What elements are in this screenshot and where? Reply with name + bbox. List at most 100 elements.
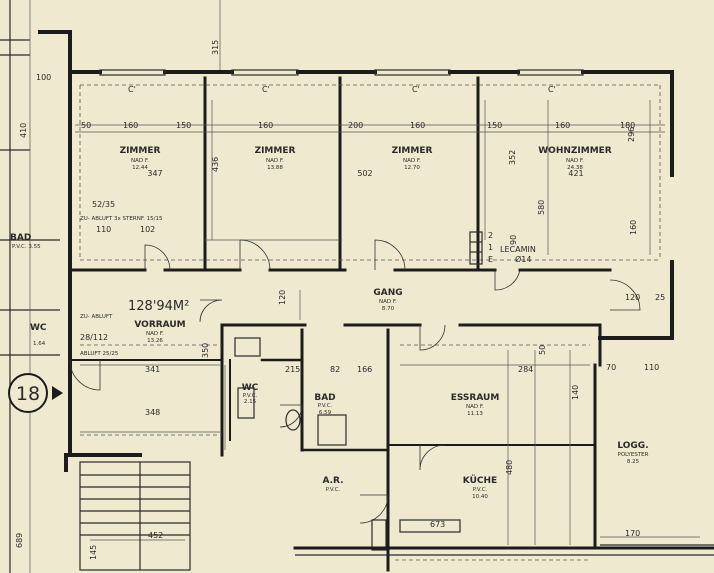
zimmer2-floor: NAD F. (266, 158, 284, 164)
wc-name: WC (242, 383, 259, 393)
dim-480: 480 (505, 460, 514, 475)
logg-name: LOGG. (617, 441, 648, 451)
vorraum-floor: NAD F. (146, 331, 164, 337)
top-dimensions: 50 160 150 160 200 160 150 160 180 (81, 121, 635, 130)
bad-area: 6.59 (319, 410, 332, 416)
interior-walls (68, 76, 612, 572)
zimmer2-area: 13.88 (267, 165, 283, 171)
annotations: ZU- ABLUFT 3x STERNF. 15/15 ZU- ABLUFT A… (80, 85, 556, 357)
total-area: 128'94M² (128, 299, 189, 314)
dim-341: 341 (145, 365, 160, 374)
ar-floor: P.V.C. (326, 487, 341, 493)
top-dim-6: 150 (487, 121, 502, 130)
note-abluft3: ABLUFT 25/25 (80, 351, 119, 357)
note-abluft2: ZU- ABLUFT (80, 314, 113, 320)
wc-left-area: 1.64 (33, 341, 46, 347)
unit-marker: 18 (8, 373, 63, 413)
zimmer2-name: ZIMMER (255, 146, 296, 156)
zimmer1-floor: NAD F. (131, 158, 149, 164)
top-dim-3: 160 (258, 121, 273, 130)
c-mark-4: C' (548, 85, 556, 94)
dim-284: 284 (518, 365, 533, 374)
dim-70: 70 (606, 363, 616, 372)
ar-name: A.R. (322, 476, 343, 486)
wc-floor: P.V.C. (243, 393, 258, 399)
essraum-name: ESSRAUM (451, 393, 500, 403)
dim-170: 170 (625, 529, 640, 538)
note-lecamin: LECAMIN (500, 245, 536, 254)
misc-dimensions: 100 410 315 110 102 120 436 352 580 296 … (15, 40, 665, 560)
kueche-name: KÜCHE (463, 475, 497, 486)
top-dim-7: 160 (555, 121, 570, 130)
door-swings (69, 239, 641, 524)
note-frac1: 52/35 (92, 200, 115, 209)
wohn-name: WOHNZIMMER (538, 146, 612, 156)
dim-50: 50 (538, 345, 547, 355)
dim-215: 215 (285, 365, 300, 374)
note-lecamin-dim: Ø14 (515, 254, 531, 264)
zimmer3-area: 12.70 (404, 165, 420, 171)
note-abluft1: ZU- ABLUFT 3x STERNF. 15/15 (80, 216, 163, 222)
wohn-floor: NAD F. (566, 158, 584, 164)
top-dim-2: 150 (176, 121, 191, 130)
dim-410: 410 (19, 123, 28, 138)
dim-120: 120 (278, 290, 287, 305)
fixtures (234, 231, 483, 551)
gang-floor: NAD F. (379, 299, 397, 305)
left-neighbour-lines (0, 0, 60, 573)
essraum-area: 11.13 (467, 411, 483, 417)
dim-452: 452 (148, 531, 163, 540)
wohn-area: 24.38 (567, 165, 583, 171)
bottom-neighbour (293, 544, 714, 556)
dim-140: 140 (571, 385, 580, 400)
wc-area: 2.15 (244, 399, 257, 405)
room-labels: ZIMMER NAD F. 12.44 347 ZIMMER NAD F. 13… (10, 146, 649, 500)
dim-160: 160 (629, 220, 638, 235)
dim-166: 166 (357, 365, 372, 374)
gang-area: 8.70 (382, 306, 395, 312)
dim-110b: 110 (644, 363, 659, 372)
c-mark-2: C' (262, 85, 270, 94)
dim-110: 110 (96, 225, 111, 234)
bad-left-name: BAD (10, 233, 31, 243)
zimmer1-name: ZIMMER (120, 146, 161, 156)
dim-145: 145 (89, 545, 98, 560)
dimension-lines (75, 0, 700, 545)
zimmer1-area: 12.44 (132, 165, 148, 171)
zimmer3-dim: 502 (357, 169, 372, 178)
dashed-lines (79, 84, 661, 561)
dim-315: 315 (211, 40, 220, 55)
vorraum-area: 13.26 (147, 338, 163, 344)
kueche-floor: P.V.C. (473, 487, 488, 493)
wc-left-name: WC (30, 323, 47, 333)
gang-name: GANG (373, 288, 402, 298)
dim-580: 580 (537, 200, 546, 215)
kueche-area: 10.40 (472, 494, 488, 500)
top-dim-8: 180 (620, 121, 635, 130)
top-dim-4: 200 (348, 121, 363, 130)
essraum-floor: NAD F. (466, 404, 484, 410)
c-mark-1: C' (128, 85, 136, 94)
wohn-dim: 421 (568, 169, 583, 178)
c-mark-3: C' (412, 85, 420, 94)
dim-296: 296 (627, 127, 636, 142)
top-dim-1: 160 (123, 121, 138, 130)
exterior-walls (38, 30, 674, 472)
zimmer3-name: ZIMMER (392, 146, 433, 156)
staircase (79, 461, 191, 571)
windows-top (99, 69, 584, 76)
dim-25: 25 (655, 293, 665, 302)
top-dim-0: 50 (81, 121, 91, 130)
note-frac2: 28/112 (80, 333, 108, 342)
dim-102: 102 (140, 225, 155, 234)
dim-673: 673 (430, 520, 445, 529)
dim-100: 100 (36, 73, 51, 82)
logg-area: 8.25 (627, 459, 640, 465)
bad-left-floor: P.V.C. 3.55 (12, 244, 41, 250)
dim-1: 1 (488, 243, 493, 252)
dim-348: 348 (145, 408, 160, 417)
dim-436: 436 (211, 157, 220, 172)
dim-E: E (488, 255, 493, 264)
zimmer3-floor: NAD F. (403, 158, 421, 164)
